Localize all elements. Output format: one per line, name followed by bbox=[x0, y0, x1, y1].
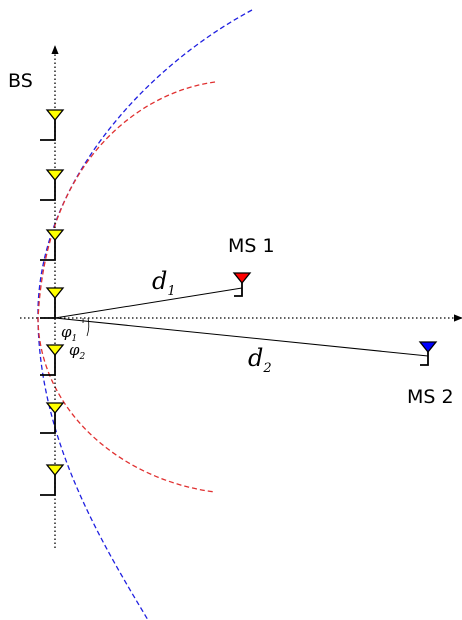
phi1-label: φ1 bbox=[61, 323, 77, 344]
antenna-icon bbox=[45, 169, 65, 182]
bs-antenna-3 bbox=[40, 229, 65, 261]
bs-antenna-2 bbox=[40, 169, 65, 201]
ms1-antenna bbox=[232, 272, 252, 297]
antenna-icon bbox=[45, 109, 65, 122]
antenna-icon bbox=[45, 464, 65, 477]
antenna-icon bbox=[45, 402, 65, 415]
d1-distance-line bbox=[54, 287, 243, 319]
phi2-label: φ2 bbox=[69, 341, 86, 362]
ms1-distance-arc bbox=[37, 81, 216, 493]
antenna-icon bbox=[418, 341, 438, 354]
bs-label: BS bbox=[8, 70, 33, 92]
bs-antenna-1 bbox=[40, 109, 65, 141]
antenna-icon bbox=[232, 272, 252, 285]
antenna-icon bbox=[45, 344, 65, 357]
ms2-label: MS 2 bbox=[407, 386, 454, 408]
ms1-label: MS 1 bbox=[228, 235, 275, 257]
d2-label: d2 bbox=[248, 344, 272, 376]
d1-label: d1 bbox=[152, 267, 176, 299]
ms2-distance-arc bbox=[37, 9, 253, 620]
antenna-icon bbox=[45, 229, 65, 242]
d2-distance-line bbox=[54, 317, 429, 357]
phi2-angle-arc bbox=[86, 317, 90, 337]
ms2-antenna bbox=[418, 341, 438, 366]
bs-antenna-5 bbox=[40, 344, 65, 376]
bs-antenna-7 bbox=[40, 464, 65, 496]
antenna-icon bbox=[45, 287, 65, 300]
bs-antenna-6 bbox=[40, 402, 65, 434]
bs-antenna-4 bbox=[40, 287, 65, 319]
